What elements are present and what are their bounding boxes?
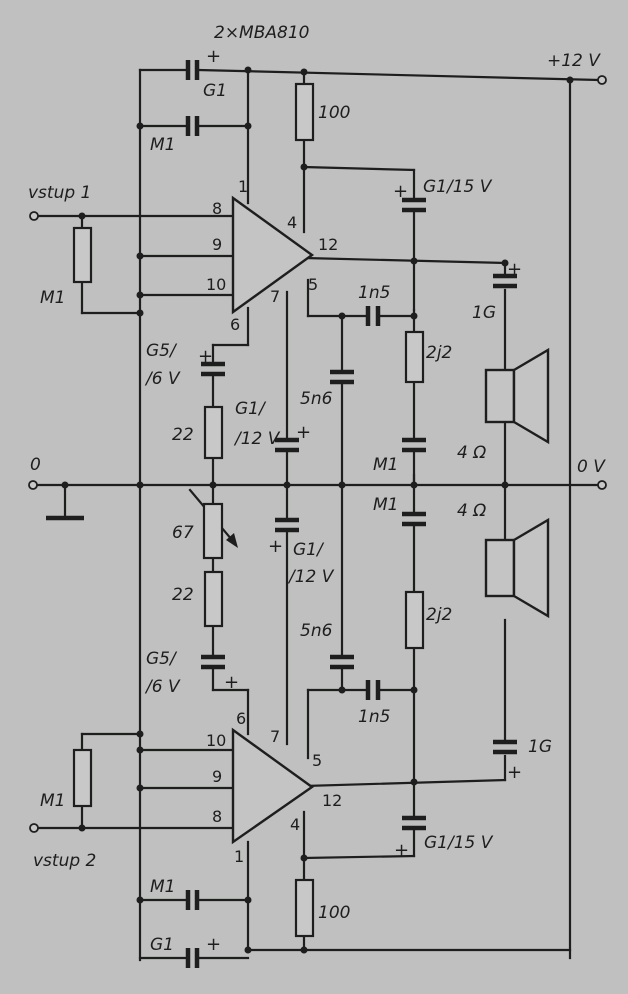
pin5-top: 5: [308, 275, 318, 294]
top-g1-label: G1: [203, 81, 227, 101]
bot-g1-label: G1: [150, 935, 174, 955]
terminals: [28, 75, 607, 833]
cap-1g-top-plus: +: [507, 259, 522, 280]
c-5n6-bot-label: 5n6: [300, 621, 333, 641]
capacitors: [185, 60, 517, 968]
pin8-top: 8: [212, 199, 222, 218]
labels: 2×MBA810 +12 V 0 0 V vstup 1 vstup 2 G1 …: [28, 23, 606, 955]
g5-top-plus: +: [198, 346, 213, 367]
g1-12v-top-label-b: /12 V: [233, 429, 281, 449]
spk-bot-label: 4 Ω: [457, 501, 486, 521]
c-1n5-bot-label: 1n5: [358, 707, 390, 727]
r100-top-label: 100: [318, 103, 350, 123]
g5-top-label-b: /6 V: [144, 369, 181, 389]
g1-15v-bot-label: G1/15 V: [424, 833, 494, 853]
g5-bot-label-a: G5/: [146, 649, 178, 669]
pin7-bot: 7: [270, 727, 280, 746]
bottom-speaker-icon: [484, 517, 550, 619]
bot-g1-plus: +: [206, 934, 221, 955]
g5-bot-label-b: /6 V: [144, 677, 181, 697]
top-g1-plus: +: [206, 46, 221, 67]
cap-1g-bot-plus: +: [507, 762, 522, 783]
cap-1g-top-label: 1G: [472, 303, 496, 323]
cap-1g-bot-label: 1G: [528, 737, 552, 757]
g1-12v-bot-label-b: /12 V: [287, 567, 335, 587]
r22-top-label: 22: [172, 425, 194, 445]
g1-12v-top-plus: +: [296, 422, 311, 443]
top-speaker-icon: [484, 347, 550, 445]
r100-bot-label: 100: [318, 903, 350, 923]
pin4-top: 4: [287, 213, 297, 232]
top-m1-label: M1: [150, 135, 175, 155]
r22-bot-label: 22: [172, 585, 194, 605]
spk-top-label: 4 Ω: [457, 443, 486, 463]
pin10-top: 10: [206, 275, 226, 294]
pin5-bot: 5: [312, 751, 322, 770]
ground-right-label: 0 V: [577, 457, 606, 477]
in2-res-label: M1: [40, 791, 65, 811]
c-5n6-top-label: 5n6: [300, 389, 333, 409]
r-2j2-bot-label: 2j2: [426, 605, 452, 625]
wires: [34, 68, 600, 962]
c-m1-top-label: M1: [373, 455, 398, 475]
c-m1-bot-label: M1: [373, 495, 398, 515]
resistors: [72, 82, 425, 938]
g1-12v-bot-label-a: G1/: [293, 540, 325, 560]
pin8-bot: 8: [212, 807, 222, 826]
g1-12v-bot-plus: +: [268, 536, 283, 557]
junctions: [61, 66, 574, 954]
input2-label: vstup 2: [33, 851, 96, 871]
c-1n5-top-label: 1n5: [358, 283, 390, 303]
r-2j2-top-label: 2j2: [426, 343, 452, 363]
pin7-top: 7: [270, 287, 280, 306]
pin9-top: 9: [212, 235, 222, 254]
bottom-amplifier: [231, 727, 315, 845]
supply-label: +12 V: [547, 51, 601, 71]
g5-bot-plus: +: [224, 672, 239, 693]
g5-top-label-a: G5/: [146, 341, 178, 361]
pin6-bot: 6: [236, 709, 246, 728]
pin1-top: 1: [238, 177, 248, 196]
g1-15v-top-label: G1/15 V: [423, 177, 493, 197]
pot-67-label: 67: [172, 523, 194, 543]
chip-label: 2×MBA810: [214, 23, 309, 43]
pin6-top: 6: [230, 315, 240, 334]
pin10-bot: 10: [206, 731, 226, 750]
top-amplifier: [231, 195, 315, 315]
bot-m1-label: M1: [150, 877, 175, 897]
pin12-bot: 12: [322, 791, 342, 810]
pin1-bot: 1: [234, 847, 244, 866]
g1-12v-top-label-a: G1/: [235, 399, 267, 419]
ground-left-label: 0: [30, 455, 41, 475]
g1-15v-top-plus: +: [393, 181, 408, 202]
in1-res-label: M1: [40, 288, 65, 308]
pin9-bot: 9: [212, 767, 222, 786]
input1-label: vstup 1: [28, 183, 91, 203]
g1-15v-bot-plus: +: [394, 840, 409, 861]
pin4-bot: 4: [290, 815, 300, 834]
pin12-top: 12: [318, 235, 338, 254]
